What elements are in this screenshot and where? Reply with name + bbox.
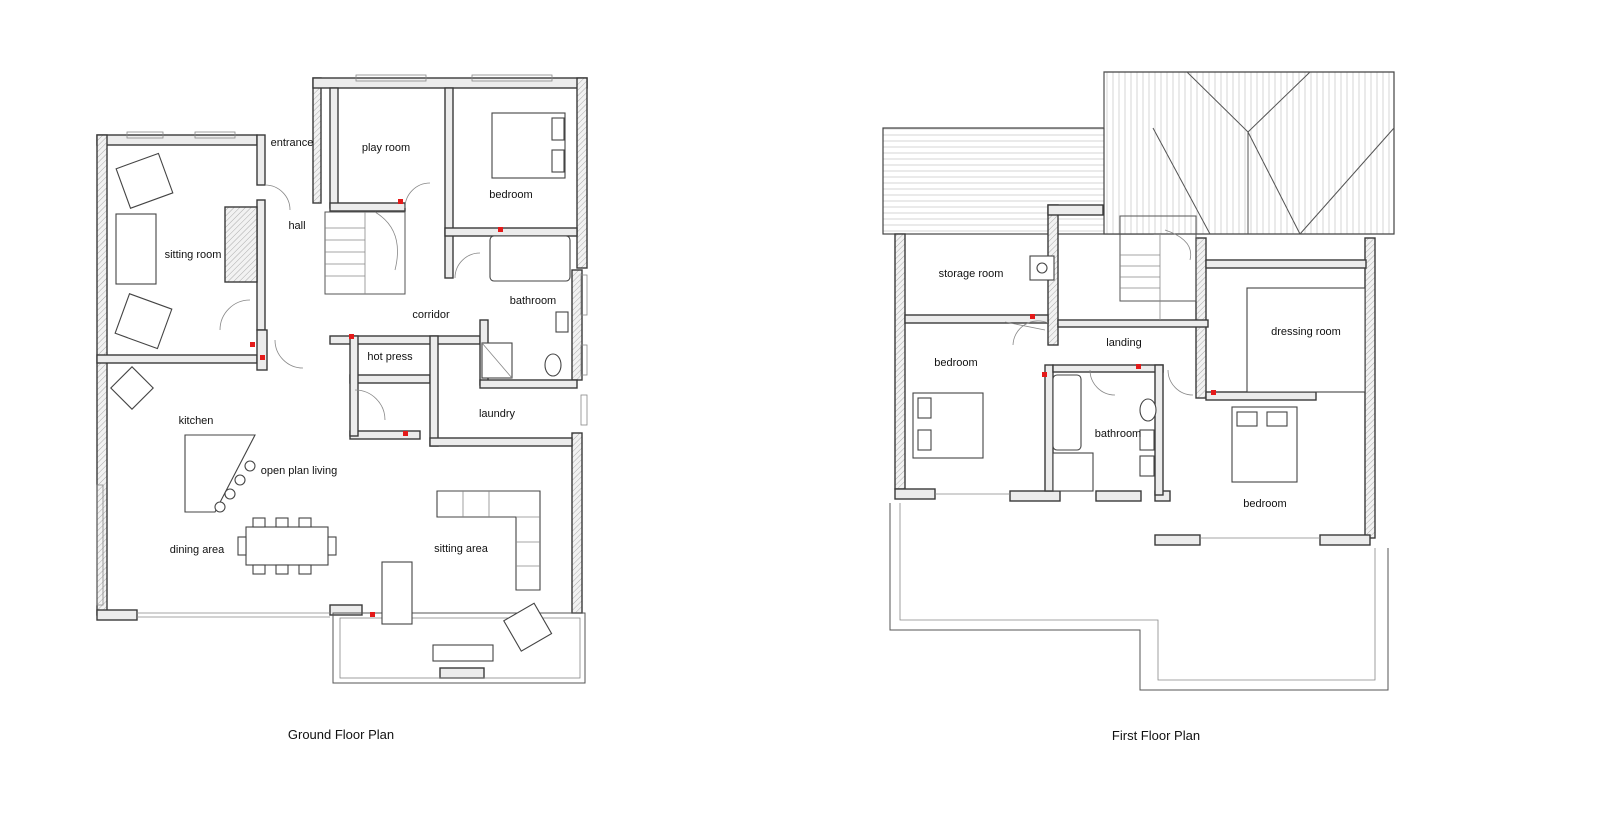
label-hall: hall bbox=[288, 220, 305, 232]
ground-outer-walls bbox=[96, 77, 588, 684]
label-kitchen: kitchen bbox=[179, 415, 214, 427]
first-roof bbox=[882, 71, 1395, 235]
label-laundry: laundry bbox=[479, 408, 516, 420]
ground-sockets bbox=[250, 199, 503, 617]
label-bedroom-left: bedroom bbox=[934, 357, 977, 369]
first-doors bbox=[1004, 320, 1194, 396]
first-floor-caption: First Floor Plan bbox=[1112, 728, 1200, 743]
label-landing: landing bbox=[1106, 337, 1141, 349]
label-hot-press: hot press bbox=[367, 351, 413, 363]
ground-staircase bbox=[324, 211, 406, 295]
ground-interior-walls bbox=[96, 87, 578, 447]
ground-doors bbox=[219, 182, 481, 421]
label-entrance: entrance bbox=[271, 137, 314, 149]
label-play-room: play room bbox=[362, 142, 410, 154]
label-sitting-room: sitting room bbox=[165, 249, 222, 261]
label-corridor: corridor bbox=[412, 309, 450, 321]
label-dressing-room: dressing room bbox=[1271, 326, 1341, 338]
first-interior-walls bbox=[904, 259, 1367, 496]
ground-labels: entrance play room bedroom sitting room … bbox=[165, 137, 557, 556]
label-dining-area: dining area bbox=[170, 544, 225, 556]
first-sockets bbox=[1030, 314, 1216, 395]
label-open-plan-living: open plan living bbox=[261, 465, 337, 477]
ground-windows bbox=[96, 74, 588, 618]
label-storage-room: storage room bbox=[939, 268, 1004, 280]
first-floor-plan: storage room landing dressing room bedro… bbox=[882, 71, 1395, 743]
first-furniture bbox=[912, 255, 1366, 492]
label-bathroom: bathroom bbox=[510, 295, 556, 307]
first-labels: storage room landing dressing room bedro… bbox=[934, 268, 1341, 510]
ground-floor-plan: entrance play room bedroom sitting room … bbox=[96, 74, 588, 742]
label-bedroom: bedroom bbox=[489, 189, 532, 201]
label-sitting-area: sitting area bbox=[434, 543, 489, 555]
ground-floor-caption: Ground Floor Plan bbox=[288, 727, 394, 742]
ground-furniture bbox=[110, 112, 571, 662]
label-bedroom-right: bedroom bbox=[1243, 498, 1286, 510]
first-terrace bbox=[889, 503, 1389, 691]
label-bathroom-first: bathroom bbox=[1095, 428, 1141, 440]
first-staircase bbox=[1119, 215, 1197, 320]
